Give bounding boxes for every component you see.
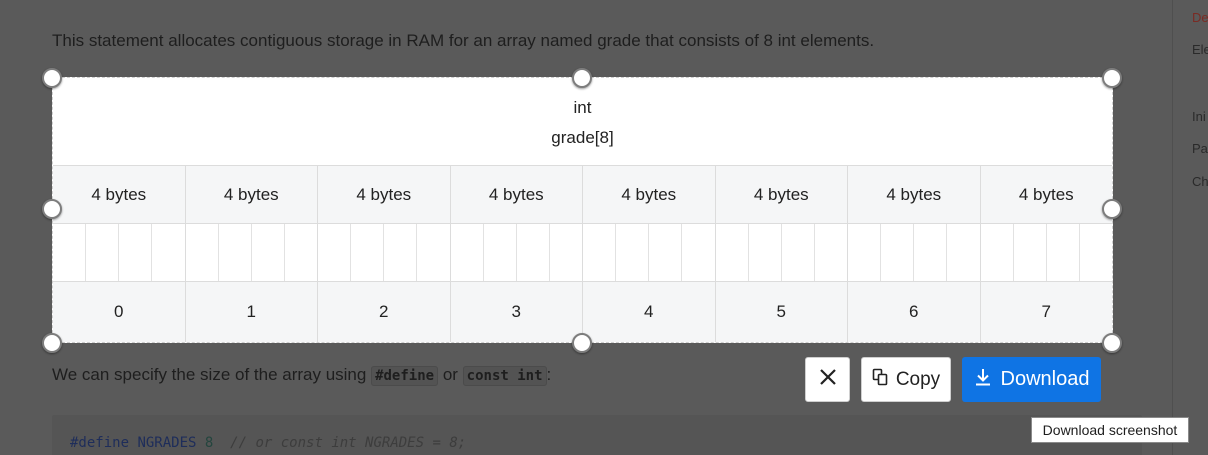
download-tooltip: Download screenshot bbox=[1031, 417, 1189, 443]
element-size-cell: 4 bytes bbox=[1018, 184, 1074, 204]
memory-byte bbox=[981, 224, 1014, 281]
memory-byte bbox=[451, 224, 484, 281]
memory-byte bbox=[484, 224, 517, 281]
resize-handle-top[interactable] bbox=[572, 68, 592, 88]
index-cell: 5 bbox=[716, 282, 848, 342]
element-size-cell: 4 bytes bbox=[53, 166, 186, 223]
memory-byte bbox=[815, 224, 847, 281]
memory-byte bbox=[716, 224, 749, 281]
resize-handle-bottom-left[interactable] bbox=[42, 333, 62, 353]
copy-icon bbox=[872, 368, 888, 392]
element-size-cell: 4 bytes bbox=[318, 166, 451, 223]
index-cell: 7 bbox=[1041, 302, 1051, 321]
memory-byte bbox=[583, 224, 617, 281]
memory-byte bbox=[252, 224, 285, 281]
index-cell: 0 bbox=[53, 282, 186, 342]
define-inline-code: #define bbox=[371, 366, 439, 386]
memory-element-cell bbox=[848, 224, 981, 281]
memory-byte bbox=[682, 224, 714, 281]
or-text: or bbox=[438, 365, 463, 384]
memory-byte bbox=[186, 224, 219, 281]
download-button[interactable]: Download bbox=[962, 357, 1101, 402]
code-keyword: #define bbox=[70, 435, 130, 451]
table-of-contents-sidebar: De Ele Ini Par Ch bbox=[1172, 0, 1208, 455]
toc-item-4[interactable]: Par bbox=[1192, 141, 1208, 156]
index-cell: 6 bbox=[848, 282, 981, 342]
code-comment: // or const int NGRADES = 8; bbox=[213, 435, 467, 451]
memory-element-cell bbox=[451, 224, 583, 281]
array-type-label: int bbox=[573, 98, 592, 117]
memory-byte bbox=[616, 224, 650, 281]
index-cell: 2 bbox=[318, 282, 451, 342]
download-icon bbox=[974, 368, 992, 392]
close-icon bbox=[819, 368, 837, 392]
memory-byte bbox=[417, 224, 449, 281]
memory-byte bbox=[848, 224, 882, 281]
memory-byte bbox=[914, 224, 948, 281]
memory-byte bbox=[152, 224, 184, 281]
memory-byte bbox=[351, 224, 385, 281]
memory-byte bbox=[947, 224, 979, 281]
index-cell: 3 bbox=[451, 282, 583, 342]
element-size-cell: 4 bytes bbox=[583, 166, 716, 223]
memory-byte bbox=[749, 224, 782, 281]
memory-element-cell bbox=[583, 224, 716, 281]
toc-item-1[interactable]: De bbox=[1192, 10, 1208, 25]
memory-byte bbox=[384, 224, 418, 281]
memory-byte bbox=[219, 224, 252, 281]
size-paragraph: We can specify the size of the array usi… bbox=[52, 365, 552, 386]
const-inline-code: const int bbox=[462, 366, 547, 386]
size-text-after: : bbox=[546, 365, 552, 384]
size-text-before: We can specify the size of the array usi… bbox=[52, 365, 372, 384]
code-block: #define NGRADES 8 // or const int NGRADE… bbox=[52, 415, 1142, 455]
element-size-cell: 4 bytes bbox=[848, 166, 981, 223]
index-cell: 1 bbox=[186, 282, 318, 342]
memory-byte bbox=[1080, 224, 1112, 281]
close-button[interactable] bbox=[805, 357, 850, 402]
memory-byte bbox=[550, 224, 582, 281]
memory-byte bbox=[285, 224, 317, 281]
memory-byte bbox=[517, 224, 550, 281]
resize-handle-top-right[interactable] bbox=[1102, 68, 1122, 88]
element-size-cell: 4 bytes bbox=[186, 166, 318, 223]
copy-label: Copy bbox=[895, 368, 941, 390]
memory-element-cell bbox=[981, 224, 1113, 281]
resize-handle-bottom[interactable] bbox=[572, 333, 592, 353]
memory-element-cell bbox=[186, 224, 318, 281]
memory-byte bbox=[318, 224, 352, 281]
element-size-cell: 4 bytes bbox=[716, 166, 848, 223]
memory-byte bbox=[86, 224, 120, 281]
memory-byte bbox=[119, 224, 153, 281]
memory-byte bbox=[649, 224, 683, 281]
download-label: Download bbox=[1000, 368, 1090, 390]
memory-byte bbox=[1014, 224, 1047, 281]
array-name-label: grade[8] bbox=[551, 128, 614, 147]
memory-element-cell bbox=[318, 224, 451, 281]
resize-handle-top-left[interactable] bbox=[42, 68, 62, 88]
resize-handle-bottom-right[interactable] bbox=[1102, 333, 1122, 353]
code-value: 8 bbox=[204, 435, 214, 451]
copy-button[interactable]: Copy bbox=[861, 357, 951, 402]
toc-item-2[interactable]: Ele bbox=[1192, 42, 1208, 57]
code-identifier: NGRADES bbox=[129, 435, 205, 451]
resize-handle-left[interactable] bbox=[42, 199, 62, 219]
toc-item-5[interactable]: Ch bbox=[1192, 174, 1208, 189]
code-line: #define NGRADES 8 // or const int NGRADE… bbox=[70, 435, 466, 451]
memory-byte bbox=[53, 224, 87, 281]
memory-byte bbox=[782, 224, 815, 281]
intro-paragraph: This statement allocates contiguous stor… bbox=[52, 31, 875, 50]
toc-item-3[interactable]: Ini bbox=[1192, 109, 1206, 124]
array-header: int grade[8] bbox=[53, 78, 1112, 166]
index-cell: 4 bbox=[583, 282, 716, 342]
memory-element-cell bbox=[716, 224, 848, 281]
resize-handle-right[interactable] bbox=[1102, 199, 1122, 219]
memory-byte bbox=[1047, 224, 1080, 281]
memory-cells-row bbox=[53, 224, 1112, 282]
element-size-cell: 4 bytes bbox=[451, 166, 583, 223]
memory-byte bbox=[881, 224, 915, 281]
memory-element-cell bbox=[53, 224, 186, 281]
